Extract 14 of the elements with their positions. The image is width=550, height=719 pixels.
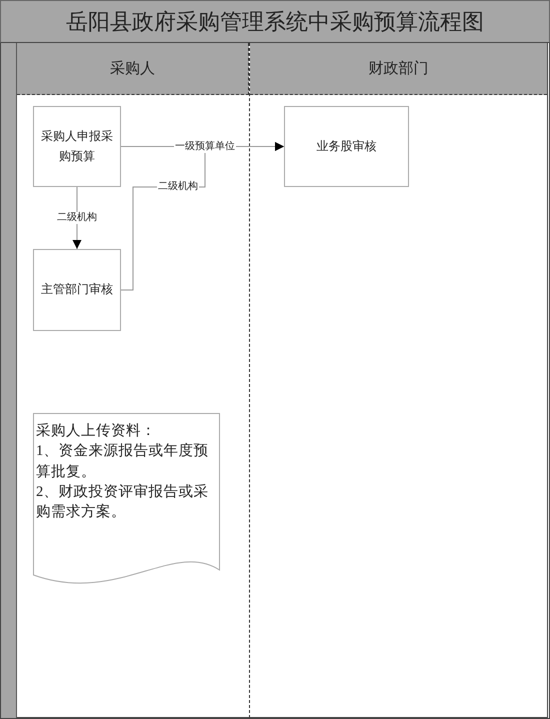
edge-label: 二级机构: [56, 212, 98, 224]
lane-header: 财政部门: [250, 43, 547, 95]
edge-label: 二级机构: [157, 181, 199, 193]
title: 岳阳县政府采购管理系统中采购预算流程图: [66, 10, 484, 32]
process-box: 采购人申报采购预算: [33, 106, 121, 187]
process-box: 业务股审核: [284, 106, 409, 187]
lane-header: 采购人: [17, 43, 249, 95]
list-item: 2、财政投资评审报告或采购需求方案。: [36, 482, 210, 522]
edge-label: 一级预算单位: [174, 141, 236, 153]
swimlane: [17, 43, 250, 718]
list-item: 1、资金来源报告或年度预算批复。: [36, 442, 210, 482]
process-box: 主管部门审核: [33, 249, 121, 331]
document-heading: 采购人上传资料：: [36, 422, 157, 441]
swimlane: [250, 43, 548, 718]
